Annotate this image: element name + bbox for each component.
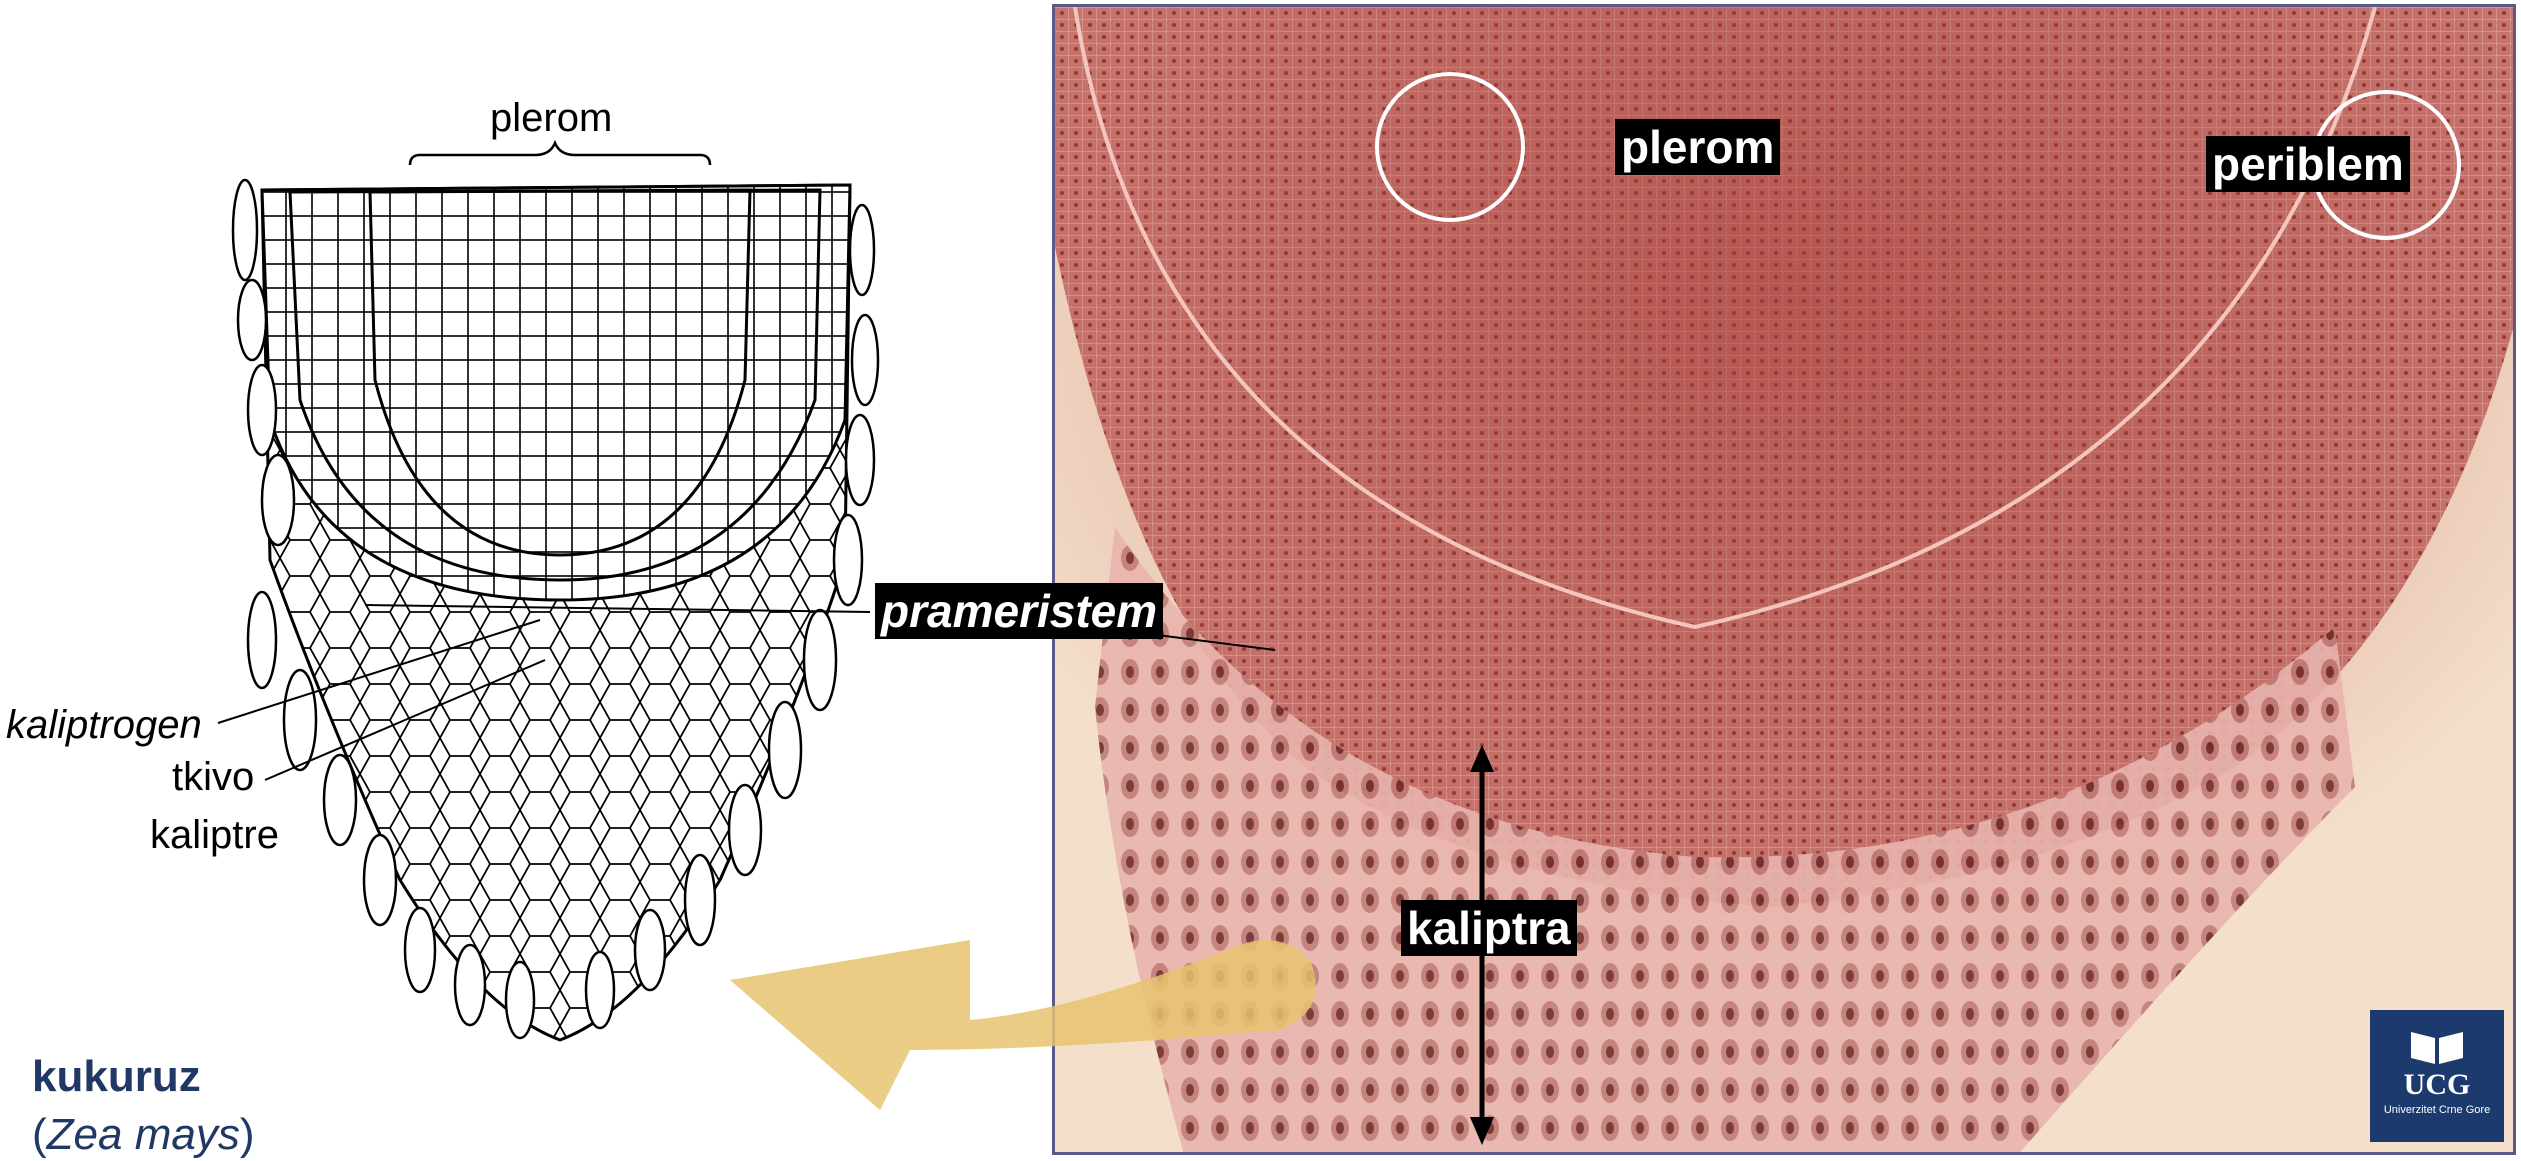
tag-prameristem: prameristem xyxy=(875,583,1163,639)
book-icon xyxy=(2407,1026,2467,1066)
logo-subtext: Univerzitet Crne Gore xyxy=(2370,1104,2504,1116)
label-kaliptre: kaliptre xyxy=(150,815,279,855)
label-tkivo: tkivo xyxy=(172,757,254,797)
caption-name: kukuruz xyxy=(32,1052,201,1102)
logo-text: UCG xyxy=(2370,1068,2504,1102)
caption-latin-line: (Zea mays) xyxy=(32,1110,254,1160)
tag-plerom: plerom xyxy=(1615,119,1780,175)
tag-kaliptra: kaliptra xyxy=(1401,900,1577,956)
paren-open: ( xyxy=(32,1110,47,1159)
label-kaliptrogen: kaliptrogen xyxy=(6,705,202,745)
tag-periblem: periblem xyxy=(2206,136,2410,192)
label-plerom-drawing: plerom xyxy=(490,98,612,138)
ucg-logo: UCG Univerzitet Crne Gore xyxy=(2370,1010,2504,1142)
paren-close: ) xyxy=(240,1110,255,1159)
plerom-brace xyxy=(410,143,710,165)
yellow-arrow-icon xyxy=(720,900,1340,1130)
caption-latin: Zea mays xyxy=(47,1110,240,1159)
